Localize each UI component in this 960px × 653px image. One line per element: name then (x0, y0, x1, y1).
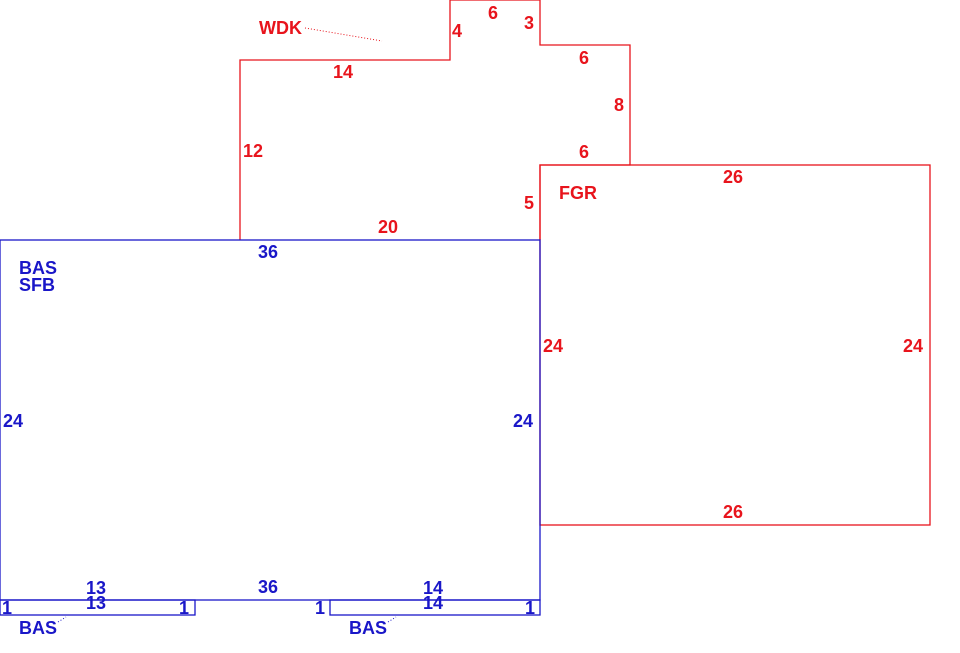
dim-fgr-bottom: 26 (723, 502, 743, 522)
dim-bas-left: 24 (3, 411, 23, 431)
dim-fgr-right: 24 (903, 336, 923, 356)
bas-main-code-label: BAS (19, 258, 57, 278)
fgr-outline (539, 164, 931, 526)
dim-wdk-bottom: 20 (378, 217, 398, 237)
dim-fgr-left: 24 (543, 336, 563, 356)
dim-bas-right-strip-bottom: 14 (423, 593, 443, 613)
bas-left-code-label: BAS (19, 618, 57, 638)
dim-wdk-step-right: 8 (614, 95, 624, 115)
bas-main-outline (0, 239, 541, 601)
dim-wdk-left: 12 (243, 141, 263, 161)
bas-left-strip-outline (0, 599, 196, 616)
wdk-code-label: WDK (259, 18, 302, 38)
dim-bas-right: 24 (513, 411, 533, 431)
bas-right-leader-line (387, 616, 397, 623)
dim-wdk-step-top: 6 (579, 48, 589, 68)
dim-wdk-notch-right: 3 (524, 13, 534, 33)
bas-main-subcode-label: SFB (19, 275, 55, 295)
dim-bas-left-strip-bottom: 13 (86, 593, 106, 613)
dim-wdk-top-left: 14 (333, 62, 353, 82)
dim-wdk-step-bottom: 6 (579, 142, 589, 162)
dim-wdk-lower-right: 5 (524, 193, 534, 213)
dim-bas-left-strip-right: 1 (179, 598, 189, 618)
dim-wdk-notch-top: 6 (488, 3, 498, 23)
dim-bas-left-strip-left: 1 (2, 598, 12, 618)
dim-wdk-notch-left: 4 (452, 21, 462, 41)
wdk-leader-line (304, 27, 383, 42)
dim-bas-top: 36 (258, 242, 278, 262)
dim-bas-left-strip-top: 13 (86, 578, 106, 598)
bas-right-code-label: BAS (349, 618, 387, 638)
dim-bas-right-strip-right: 1 (525, 598, 535, 618)
fgr-code-label: FGR (559, 183, 597, 203)
dim-bas-right-strip-top: 14 (423, 578, 443, 598)
dim-bas-bottom: 36 (258, 577, 278, 597)
dim-bas-right-strip-left: 1 (315, 598, 325, 618)
bas-left-leader-line (57, 616, 67, 623)
bas-right-strip-outline (329, 599, 541, 616)
dim-fgr-top: 26 (723, 167, 743, 187)
